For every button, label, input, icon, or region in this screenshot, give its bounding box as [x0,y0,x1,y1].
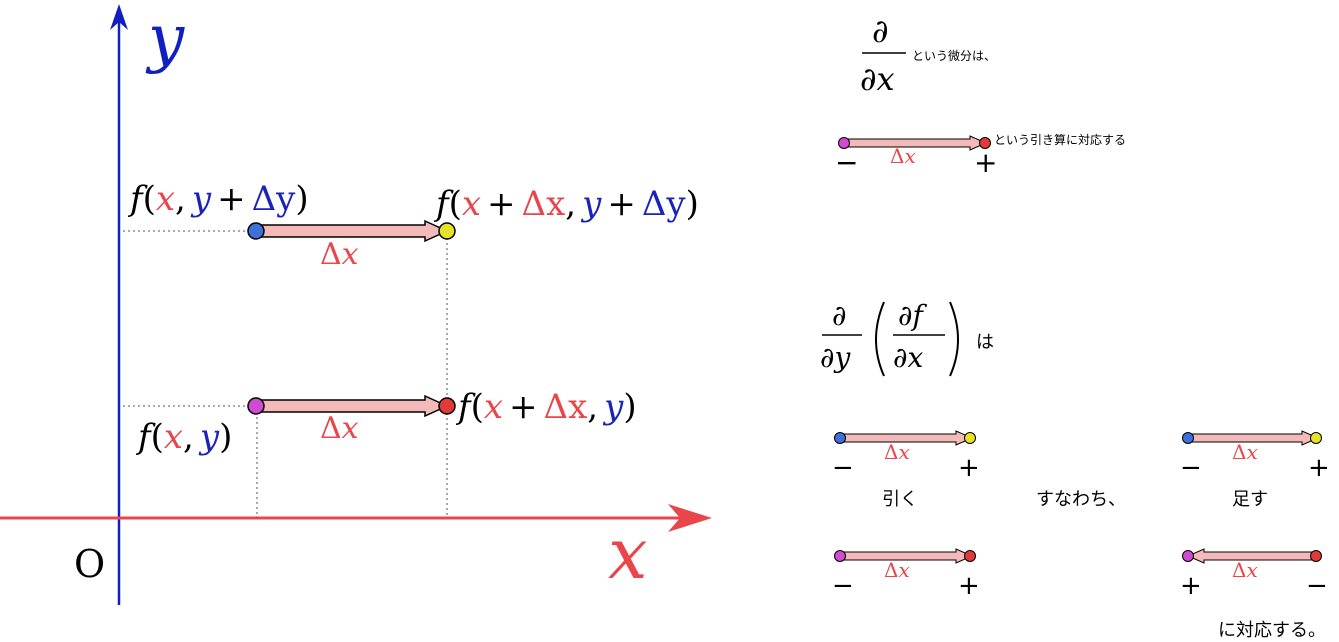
bottom-delta-label: Δx [320,411,359,446]
small-arrow-5 [1182,548,1322,564]
point-magenta [247,397,265,415]
small-arrow-3-label: Δx [1232,440,1258,464]
tasu-text: 足す [1232,489,1268,510]
taiou-text: に対応する。 [1218,620,1326,641]
small-arrow-4-plus: + [958,571,980,601]
small-arrow-2-plus: + [958,453,980,483]
partial-x-fraction: ∂ ∂x [860,12,906,98]
small-arrow-3 [1182,430,1322,446]
point-yellow [438,222,456,240]
small-arrow-1-label: Δx [890,144,916,168]
svg-text:∂x: ∂x [893,341,923,374]
svg-text:∂: ∂ [872,12,889,50]
small-arrow-4-minus: − [832,571,854,601]
subtract-text: という引き算に対応する [994,132,1126,147]
label-f-x-plus-dx-y: f(x+Δx,y) [455,387,637,427]
small-arrow-4 [834,548,976,564]
origin-label: O [74,542,105,586]
label-f-x-y-plus-dy: f(x,y+Δy) [127,179,309,219]
top-delta-arrow [247,219,456,243]
small-arrow-5-plus: + [1180,571,1202,601]
small-arrow-3-plus: + [1308,453,1330,483]
partial-x-text: という微分は、 [912,49,996,63]
x-axis-label: x [608,513,647,595]
small-arrow-2-label: Δx [884,440,910,464]
y-axis-label: y [145,2,185,76]
svg-text:∂x: ∂x [860,60,895,98]
sunawachi-text: すなわち、 [1036,489,1126,510]
point-blue [247,222,265,240]
small-arrow-1 [838,135,991,151]
mixed-partial-text: は [976,332,994,353]
x-axis-arrowhead [668,504,712,532]
hiku-text: 引く [882,489,918,510]
label-f-x-y: f(x,y) [135,417,232,457]
mixed-partial-expression: ∂ ∂y ∂f ∂x [820,299,959,377]
svg-text:∂: ∂ [832,299,846,332]
point-red [438,397,456,415]
x-axis [0,504,712,532]
small-arrow-2 [834,430,976,446]
small-arrow-1-plus: + [974,146,997,179]
small-arrow-1-minus: − [835,146,858,179]
bottom-delta-arrow [247,394,456,418]
top-delta-label: Δx [320,237,359,272]
svg-text:∂f: ∂f [898,299,927,332]
y-axis [110,4,128,605]
svg-text:∂y: ∂y [820,341,851,374]
y-axis-arrowhead [110,4,128,30]
guide-lines [123,230,448,518]
small-arrow-5-label: Δx [1232,558,1258,582]
small-arrow-3-minus: − [1180,453,1202,483]
small-arrow-5-minus: − [1306,571,1328,601]
small-arrow-4-label: Δx [884,558,910,582]
small-arrow-2-minus: − [832,453,854,483]
label-f-x-plus-dx-y-plus-dy: f(x+Δx,y+Δy) [433,184,699,224]
